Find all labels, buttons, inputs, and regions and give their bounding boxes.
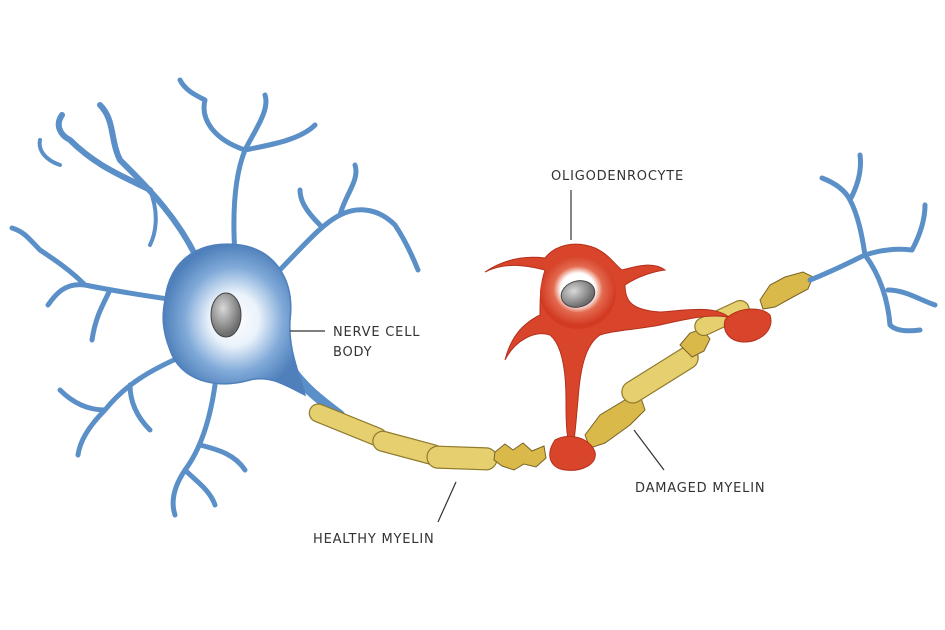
label-healthy-myelin: HEALTHY MYELIN (313, 481, 457, 547)
oligodendrocyte (484, 243, 772, 471)
nerve-cell-body (162, 243, 307, 397)
label-oligodendrocyte: OLIGODENROCYTE (551, 169, 684, 240)
label-damaged-myelin: DAMAGED MYELIN (633, 429, 765, 496)
healthy-myelin-leader-line (437, 481, 457, 523)
damaged-myelin-leader-line (633, 429, 665, 471)
nerve-cell-body-label-line1: NERVE CELL (333, 325, 420, 340)
healthy-myelin-segments (308, 403, 498, 471)
damaged-myelin-label: DAMAGED MYELIN (635, 481, 765, 496)
healthy-myelin-label: HEALTHY MYELIN (313, 532, 435, 547)
nerve-cell-nucleus (210, 292, 242, 338)
axon-terminals (807, 152, 938, 334)
nerve-cell-body-label-line2: BODY (333, 345, 372, 360)
dendrites (9, 77, 421, 518)
oligodendrocyte-label: OLIGODENROCYTE (551, 169, 684, 184)
label-nerve-cell-body: NERVE CELL BODY (290, 325, 420, 360)
oligodendrocyte-nucleus (560, 280, 596, 308)
damaged-myelin-segments (493, 271, 814, 471)
